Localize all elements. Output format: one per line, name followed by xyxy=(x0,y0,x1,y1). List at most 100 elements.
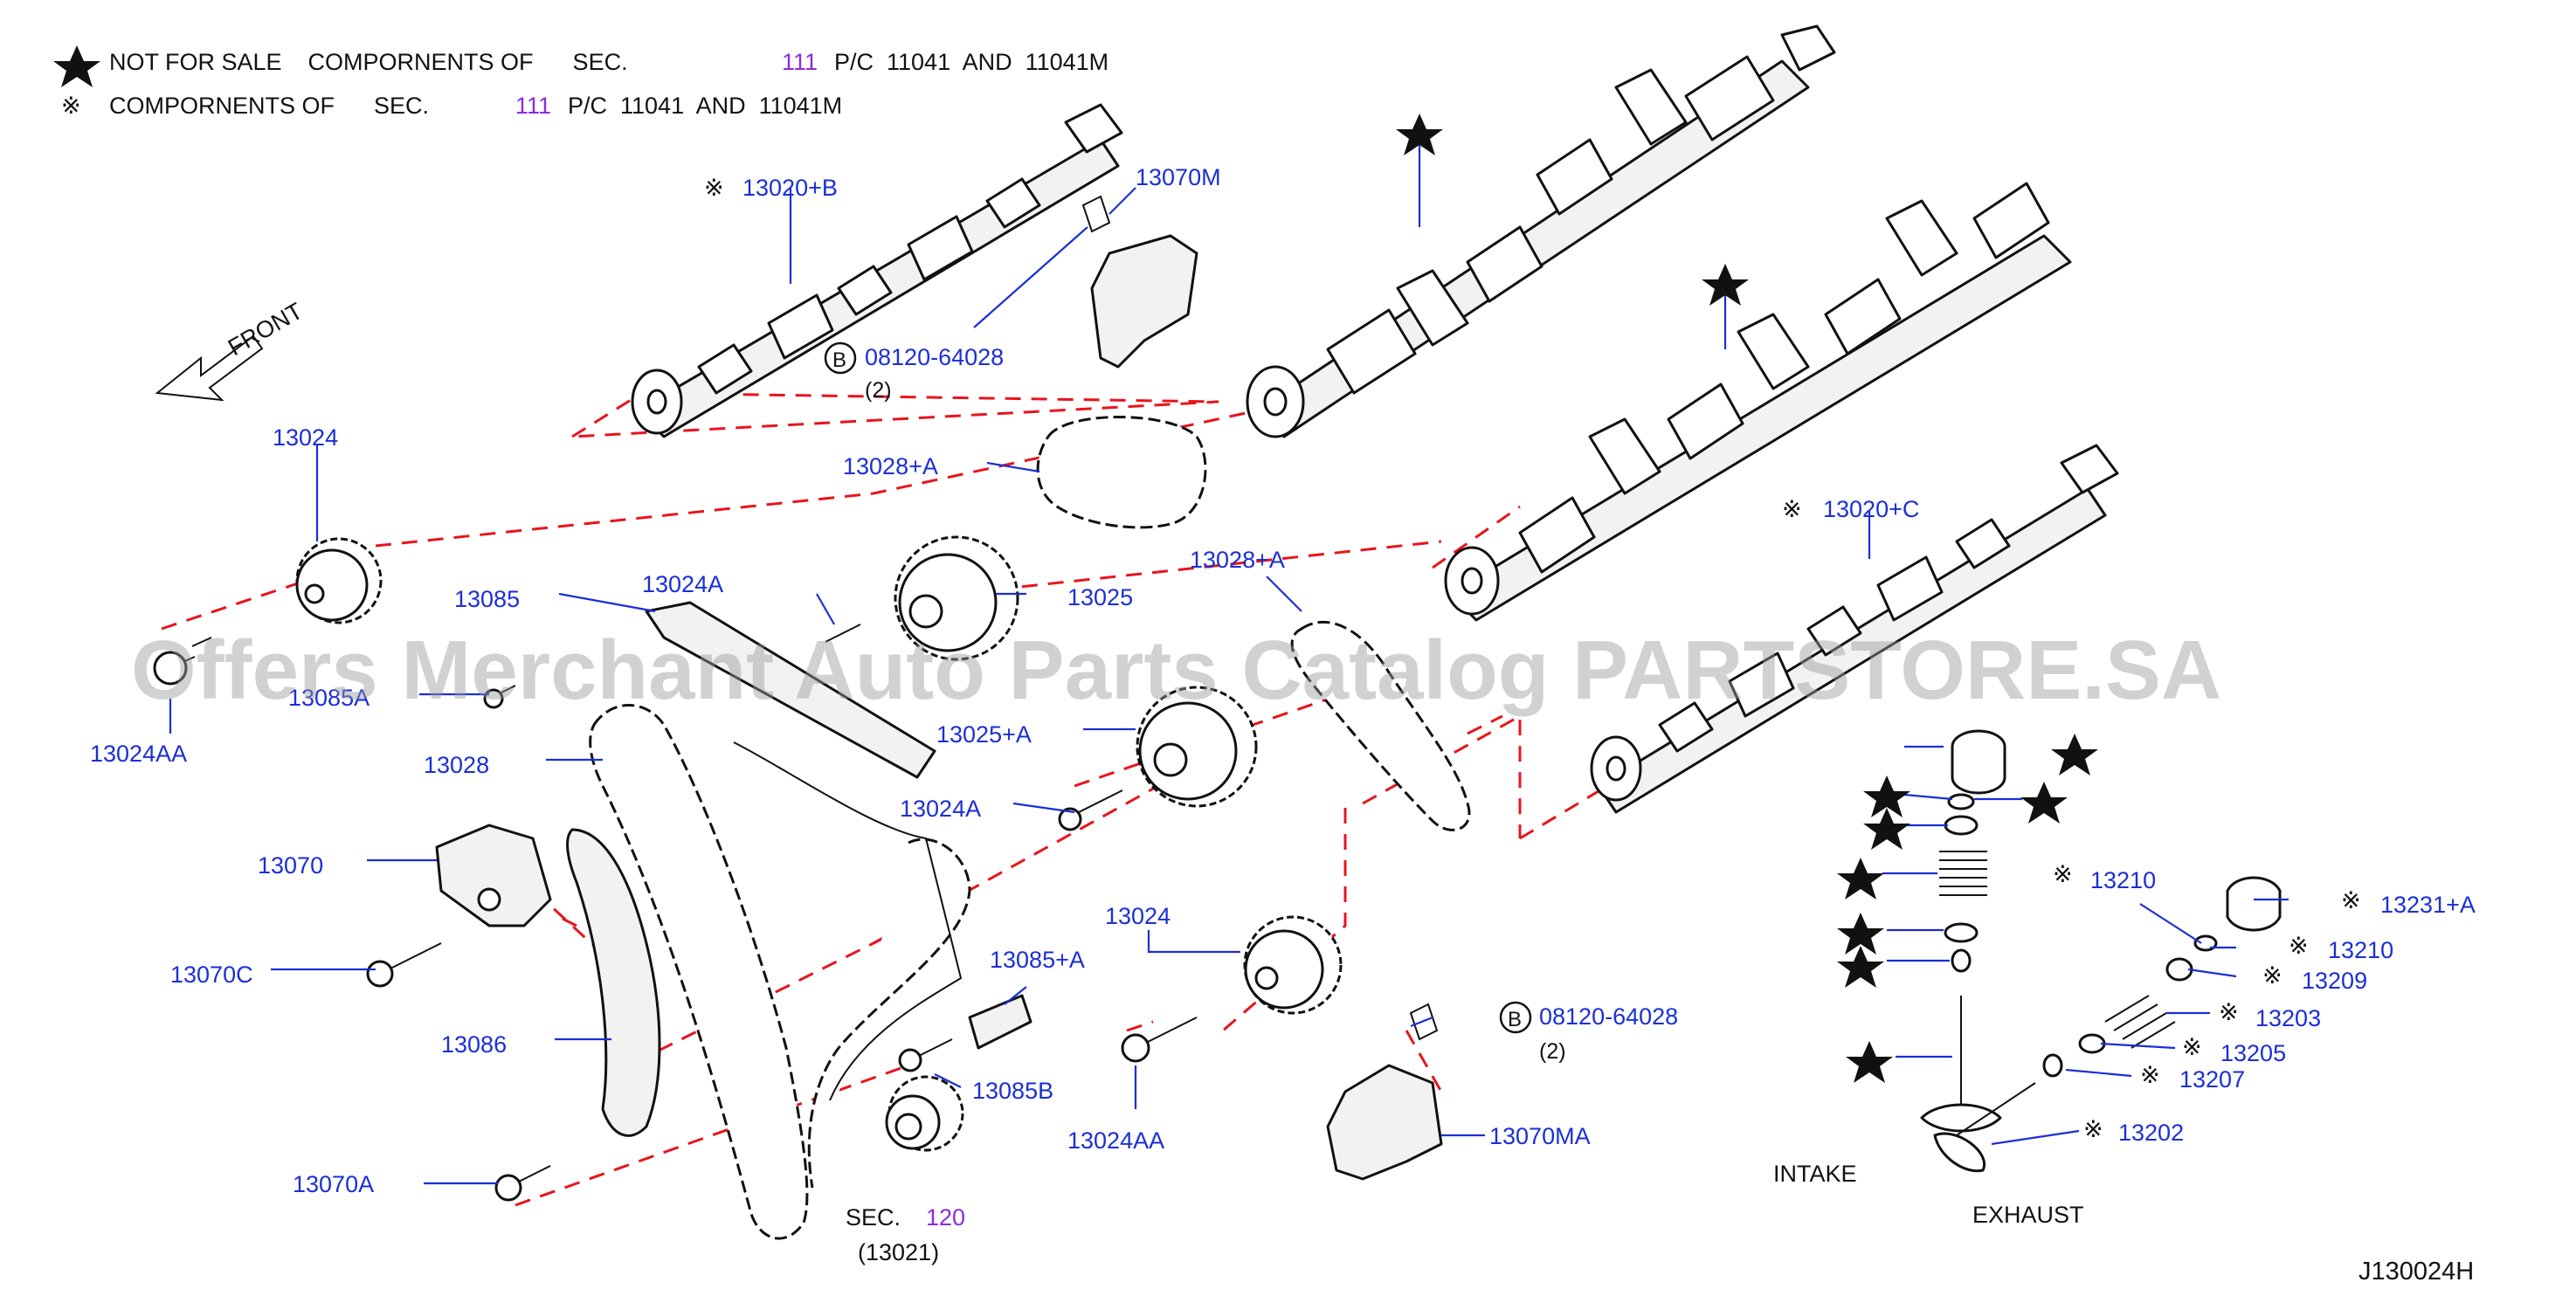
solenoid-13070MA xyxy=(1326,1003,1443,1181)
bolt-13070C xyxy=(366,942,442,988)
label-13070C[interactable]: 13070C xyxy=(170,962,253,988)
label-13210-b[interactable]: 13210 xyxy=(2328,937,2393,963)
camshaft-13020B xyxy=(631,103,1123,438)
reference-mark-icon: ※ xyxy=(2219,999,2239,1025)
star-icon xyxy=(1702,264,1749,306)
bolt-marker-letter: B xyxy=(832,348,846,372)
label-13207[interactable]: 13207 xyxy=(2179,1066,2245,1093)
star-icon xyxy=(53,45,100,87)
label-13024AA-left[interactable]: 13024AA xyxy=(90,741,187,767)
label-13024-mid[interactable]: 13024 xyxy=(1105,903,1171,929)
label-08120-64028-top[interactable]: 08120-64028 xyxy=(865,344,1004,370)
label-13070[interactable]: 13070 xyxy=(258,852,323,879)
front-arrow: FRONT xyxy=(155,298,307,402)
sprocket-13025A xyxy=(1136,686,1258,808)
reference-mark-icon: ※ xyxy=(2262,962,2282,989)
star-icon xyxy=(1846,1041,1893,1083)
watermark: Offers Merchant Auto Parts Catalog PARTS… xyxy=(131,624,2221,717)
chain-guide-slack xyxy=(733,741,963,1101)
label-13020B[interactable]: 13020+B xyxy=(742,175,838,201)
sprocket-13025 xyxy=(894,535,1019,661)
label-13070A[interactable]: 13070A xyxy=(293,1171,374,1197)
label-13085pA[interactable]: 13085+A xyxy=(990,947,1085,973)
reference-mark-icon: ※ xyxy=(2182,1034,2202,1060)
star-icon xyxy=(2051,734,2098,776)
bolt-13024AA-left xyxy=(153,637,212,686)
star-icon xyxy=(1837,858,1884,900)
reference-marks: ※ ※ ※ ※ ※ ※ ※ ※ ※ ※ xyxy=(704,175,2361,1142)
label-13203[interactable]: 13203 xyxy=(2255,1005,2321,1031)
star-icon xyxy=(1837,913,1884,955)
sprocket-13024-mid xyxy=(1243,915,1343,1015)
label-13024A-top[interactable]: 13024A xyxy=(642,571,723,597)
star-icon xyxy=(1396,114,1443,155)
chain-guide-13024A xyxy=(645,601,936,779)
bracket-13085A xyxy=(968,994,1032,1050)
legend-line-2-sec-number: 111 xyxy=(515,93,551,119)
reference-mark-icon: ※ xyxy=(2289,933,2309,959)
label-sec120-number[interactable]: 120 xyxy=(926,1204,965,1231)
reference-mark-icon: ※ xyxy=(61,93,81,119)
star-markers xyxy=(1396,114,2098,1083)
label-08120-64028-bottom[interactable]: 08120-64028 xyxy=(1539,1003,1678,1030)
label-13070MA[interactable]: 13070MA xyxy=(1489,1123,1591,1149)
label-08120-qty-bottom: (2) xyxy=(1539,1039,1566,1064)
label-13024A-mid[interactable]: 13024A xyxy=(900,796,981,822)
label-13070M[interactable]: 13070M xyxy=(1136,164,1221,190)
chain-13028 xyxy=(589,704,971,1240)
reference-mark-icon: ※ xyxy=(1782,496,1802,522)
label-sec120-sub: (13021) xyxy=(858,1239,939,1265)
label-13024-top[interactable]: 13024 xyxy=(273,424,338,451)
label-13231A[interactable]: 13231+A xyxy=(2380,892,2476,918)
camshaft-middle-right xyxy=(1444,182,2072,622)
label-13020C[interactable]: 13020+C xyxy=(1823,496,1919,522)
camshaft-top-right xyxy=(1246,24,1836,438)
label-13209[interactable]: 13209 xyxy=(2302,968,2367,994)
label-13025[interactable]: 13025 xyxy=(1067,584,1133,610)
reference-mark-icon: ※ xyxy=(704,175,724,201)
bolt-13085B xyxy=(898,1038,953,1072)
star-icon xyxy=(1863,776,1910,817)
legend-line-2-text: COMPORNENTS OF SEC. xyxy=(109,93,429,119)
solenoid-13070M xyxy=(1081,195,1198,369)
label-13202[interactable]: 13202 xyxy=(2118,1120,2184,1146)
label-13028[interactable]: 13028 xyxy=(424,752,489,778)
valve-intake-parts xyxy=(1920,729,2006,1133)
legend-line-1-text: NOT FOR SALE COMPORNENTS OF SEC. xyxy=(109,49,628,75)
legend-line-1-sec-number: 111 xyxy=(782,49,818,75)
star-icon xyxy=(2020,782,2068,824)
reference-mark-icon: ※ xyxy=(2140,1062,2160,1088)
label-13085[interactable]: 13085 xyxy=(454,586,520,612)
bolt-marker-letter: B xyxy=(1508,1008,1522,1031)
legend-line-2-tail: P/C 11041 AND 11041M xyxy=(568,93,842,119)
camshaft-13020C xyxy=(1590,444,2119,814)
bolt-13024AA-bottom xyxy=(1121,1017,1198,1063)
reference-mark-icon: ※ xyxy=(2053,861,2073,887)
tensioner-13070 xyxy=(435,824,552,927)
label-13028A-top[interactable]: 13028+A xyxy=(843,453,938,479)
bolt-13024A-mid xyxy=(1058,789,1123,831)
reference-mark-icon: ※ xyxy=(2341,887,2361,913)
chain-guide-13086 xyxy=(566,828,661,1137)
reference-mark-icon: ※ xyxy=(2083,1116,2103,1142)
label-13024AA-bottom[interactable]: 13024AA xyxy=(1067,1127,1164,1154)
bolt-marker-bottom: B xyxy=(1499,1001,1532,1034)
label-13210-a[interactable]: 13210 xyxy=(2090,867,2156,893)
sprocket-13024-top xyxy=(295,537,383,624)
star-icon xyxy=(1863,808,1910,850)
front-label: FRONT xyxy=(224,298,307,361)
label-13085A[interactable]: 13085A xyxy=(288,685,369,711)
label-13085B[interactable]: 13085B xyxy=(972,1078,1053,1104)
label-13086[interactable]: 13086 xyxy=(441,1031,507,1058)
star-icon xyxy=(1837,946,1884,988)
label-08120-qty-top: (2) xyxy=(865,378,892,403)
chain-13028A-mid xyxy=(1290,620,1471,831)
diagram-code: J130024H xyxy=(2358,1258,2474,1286)
label-13028A-mid[interactable]: 13028+A xyxy=(1190,547,1285,573)
bolt-13070A xyxy=(494,1165,551,1202)
bolt-marker-top: B xyxy=(824,341,857,375)
bolt-13024A-top xyxy=(825,624,861,643)
label-13025A[interactable]: 13025+A xyxy=(936,721,1032,748)
label-13205[interactable]: 13205 xyxy=(2220,1040,2286,1066)
